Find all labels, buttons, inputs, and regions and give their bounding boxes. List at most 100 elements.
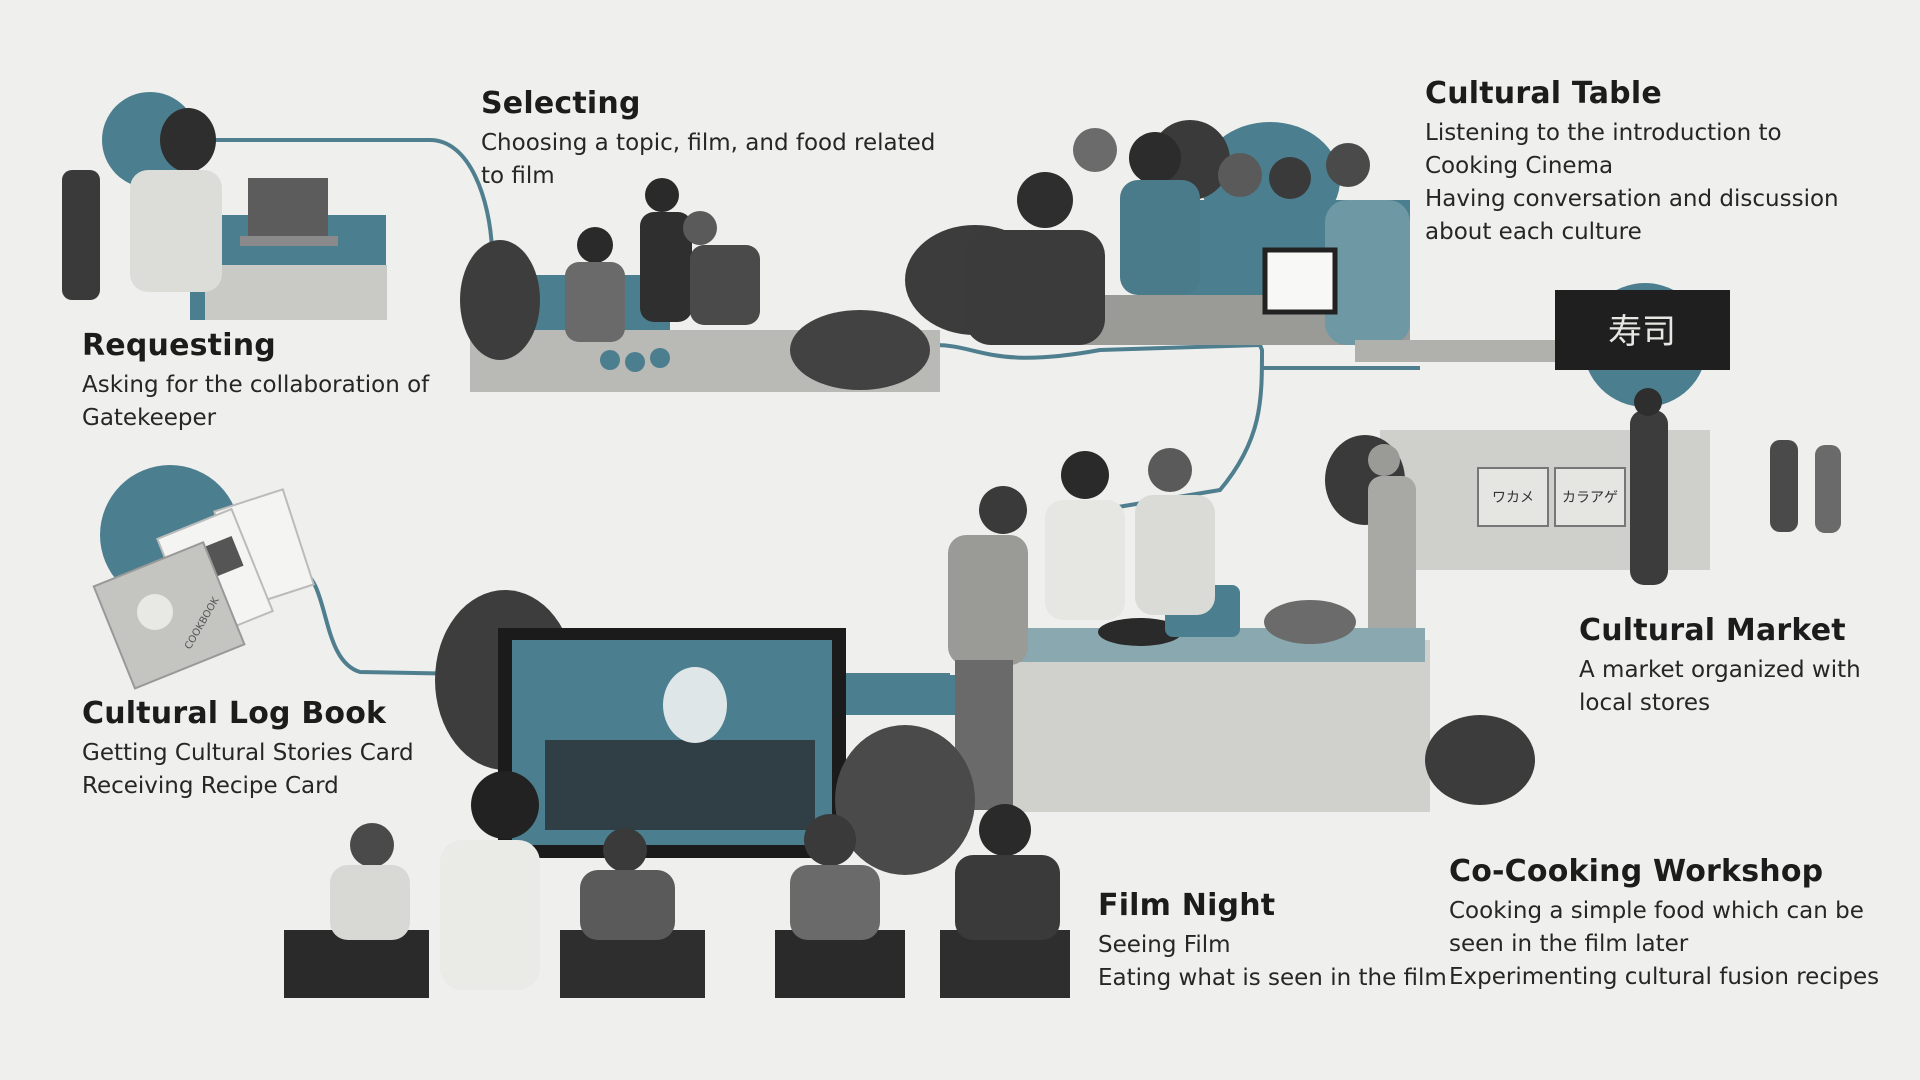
step-cultural-market: Cultural Market A market organized with … xyxy=(1579,613,1861,720)
person-body xyxy=(330,865,410,940)
log-book-illustration: COOKBOOK xyxy=(92,465,315,690)
step-description: Cooking Cinema xyxy=(1425,153,1614,179)
person-head xyxy=(645,178,679,212)
person-head xyxy=(804,814,856,866)
selecting-illustration xyxy=(460,178,940,392)
step-title: Cultural Market xyxy=(1579,613,1846,648)
step-title: Co-Cooking Workshop xyxy=(1449,854,1824,889)
person-head xyxy=(1269,157,1311,199)
person-body xyxy=(1135,495,1215,615)
bowl xyxy=(625,352,645,372)
person-body xyxy=(1630,410,1668,585)
step-description: Getting Cultural Stories Card xyxy=(82,740,414,766)
person-head xyxy=(350,823,394,867)
step-requesting: Requesting Asking for the collaboration … xyxy=(82,328,429,435)
film-tray xyxy=(545,740,815,830)
person-body xyxy=(690,245,760,325)
person-body xyxy=(790,865,880,940)
person-body xyxy=(965,230,1105,345)
person-head xyxy=(1017,172,1073,228)
desk xyxy=(205,265,387,320)
person-body xyxy=(955,855,1060,940)
person-head xyxy=(979,486,1027,534)
step-description: Choosing a topic, film, and food related xyxy=(481,130,936,156)
person-head xyxy=(1061,451,1109,499)
person-body xyxy=(948,535,1028,665)
co-cooking-illustration xyxy=(845,448,1535,812)
step-cultural-log-book: Cultural Log Book Getting Cultural Stori… xyxy=(82,696,414,803)
step-description: Having conversation and discussion xyxy=(1425,186,1839,212)
film-night-illustration xyxy=(284,590,1070,998)
laptop-screen xyxy=(1262,247,1338,315)
step-description: local stores xyxy=(1579,690,1711,716)
person-body xyxy=(640,212,692,322)
step-co-cooking-workshop: Co-Cooking Workshop Cooking a simple foo… xyxy=(1449,854,1879,994)
film-bottle xyxy=(663,667,727,743)
person-head xyxy=(979,804,1031,856)
step-description: Seeing Film xyxy=(1098,932,1231,958)
step-description: Gatekeeper xyxy=(82,405,217,431)
step-description: Cooking a simple food which can be xyxy=(1449,898,1864,924)
person-body xyxy=(1325,200,1410,345)
cultural-market-illustration: 寿司 ワカメ カラアゲ xyxy=(1325,283,1841,646)
kitchen-counter xyxy=(995,640,1430,812)
person-head xyxy=(1218,153,1262,197)
book-cutout xyxy=(137,594,173,630)
step-description: Receiving Recipe Card xyxy=(82,773,339,799)
market-box-text: カラアゲ xyxy=(1562,490,1618,506)
laptop-screen xyxy=(248,178,328,236)
step-description: Asking for the collaboration of xyxy=(82,372,430,398)
market-box-text: ワカメ xyxy=(1492,490,1534,506)
step-title: Requesting xyxy=(82,328,276,363)
person-head xyxy=(1129,132,1181,184)
laptop-base xyxy=(240,236,338,246)
step-cultural-table: Cultural Table Listening to the introduc… xyxy=(1425,76,1839,249)
person-head xyxy=(1073,128,1117,172)
audience-chair xyxy=(775,930,905,998)
person-body xyxy=(1045,500,1125,620)
step-description: Experimenting cultural fusion recipes xyxy=(1449,964,1880,990)
fruit-bowl xyxy=(1264,600,1356,644)
bowl xyxy=(650,348,670,368)
person-head xyxy=(160,108,216,172)
person-head xyxy=(1326,143,1370,187)
step-title: Cultural Log Book xyxy=(82,696,387,731)
step-film-night: Film Night Seeing Film Eating what is se… xyxy=(1098,888,1447,995)
cultural-table-illustration xyxy=(905,120,1410,345)
person-body xyxy=(1120,180,1200,295)
person-head xyxy=(471,771,539,839)
plant xyxy=(790,310,930,390)
person-body xyxy=(130,170,222,292)
requesting-illustration xyxy=(62,92,387,320)
person-body xyxy=(1770,440,1798,532)
person-head xyxy=(577,227,613,263)
person-body xyxy=(1815,445,1841,533)
person-body xyxy=(440,840,540,990)
step-title: Cultural Table xyxy=(1425,76,1662,111)
person-head xyxy=(1148,448,1192,492)
plant xyxy=(835,725,975,875)
step-title: Film Night xyxy=(1098,888,1276,923)
person-body xyxy=(580,870,675,940)
person-body xyxy=(1368,476,1416,646)
pan xyxy=(1098,618,1182,646)
step-description: A market organized with xyxy=(1579,657,1861,683)
stall-box xyxy=(1554,467,1626,527)
market-sign-text: 寿司 xyxy=(1608,312,1676,352)
step-description: Listening to the introduction to xyxy=(1425,120,1782,146)
plant xyxy=(460,240,540,360)
step-description: seen in the film later xyxy=(1449,931,1689,957)
audience-chair xyxy=(940,930,1070,998)
connector-line xyxy=(215,138,494,260)
person-head xyxy=(603,828,647,872)
person-head xyxy=(1368,444,1400,476)
person-head xyxy=(683,211,717,245)
stall-box xyxy=(1477,467,1549,527)
person-body xyxy=(565,262,625,342)
stall-sign xyxy=(1555,290,1730,370)
plant xyxy=(1425,715,1535,805)
person-head xyxy=(1634,388,1662,416)
step-description: about each culture xyxy=(1425,219,1642,245)
bowl xyxy=(600,350,620,370)
